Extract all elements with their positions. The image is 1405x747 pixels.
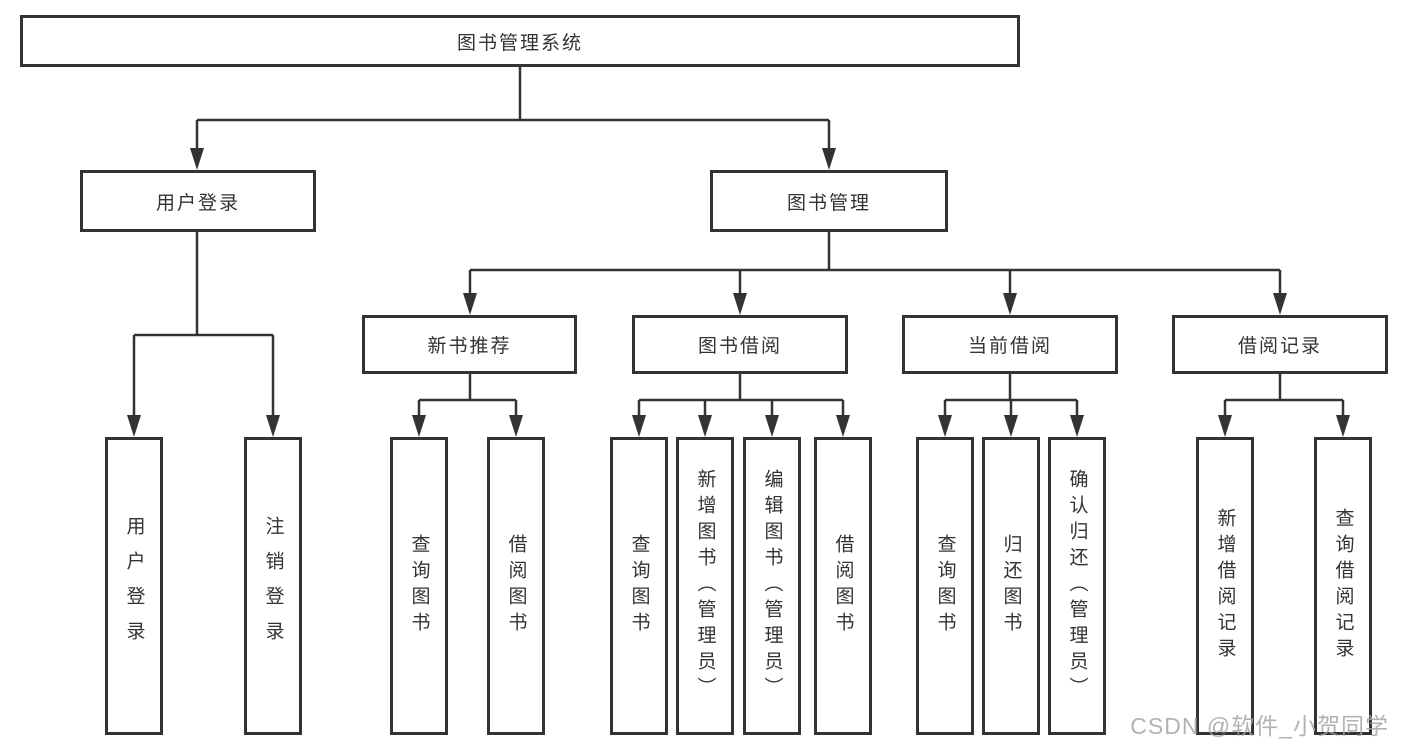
csdn-watermark: CSDN @软件_小贺同学	[1130, 713, 1389, 739]
leaf-user-login-label: 用户登录	[123, 516, 145, 656]
leaf-logout-label: 注销登录	[262, 516, 284, 656]
leaf-add-books-admin-label: 新增图书（管理员）	[694, 469, 716, 703]
leaf-recommend-query-books: 查询图书	[390, 437, 448, 735]
leaf-query-borrow-record-label: 查询借阅记录	[1332, 508, 1354, 664]
node-borrow-records: 借阅记录	[1172, 315, 1388, 374]
node-root-label: 图书管理系统	[456, 32, 583, 54]
node-current-borrow-label: 当前借阅	[967, 336, 1052, 357]
leaf-query-borrow-record: 查询借阅记录	[1314, 437, 1372, 735]
leaf-recommend-borrow-books-label: 借阅图书	[505, 534, 527, 638]
node-book-borrow: 图书借阅	[632, 315, 848, 374]
leaf-borrow-books: 借阅图书	[814, 437, 872, 735]
leaf-logout: 注销登录	[244, 437, 302, 735]
leaf-edit-books-admin: 编辑图书（管理员）	[743, 437, 801, 735]
leaf-return-books-label: 归还图书	[1000, 534, 1022, 638]
leaf-user-login: 用户登录	[105, 437, 163, 735]
leaf-edit-books-admin-label: 编辑图书（管理员）	[761, 469, 783, 703]
node-book-borrow-label: 图书借阅	[697, 336, 782, 357]
arrowheads	[127, 148, 1350, 437]
node-user-login: 用户登录	[80, 170, 316, 232]
leaf-add-borrow-record-label: 新增借阅记录	[1214, 508, 1236, 664]
node-book-management: 图书管理	[710, 170, 948, 232]
node-new-book-recommend-label: 新书推荐	[427, 336, 512, 357]
node-root: 图书管理系统	[20, 15, 1020, 67]
node-current-borrow: 当前借阅	[902, 315, 1118, 374]
node-new-book-recommend: 新书推荐	[362, 315, 577, 374]
node-book-management-label: 图书管理	[786, 192, 871, 214]
leaf-current-query-books-label: 查询图书	[934, 534, 956, 638]
leaf-recommend-query-books-label: 查询图书	[408, 534, 430, 638]
leaf-borrow-query-books: 查询图书	[610, 437, 668, 735]
leaf-confirm-return-admin-label: 确认归还（管理员）	[1066, 469, 1088, 703]
leaf-confirm-return-admin: 确认归还（管理员）	[1048, 437, 1106, 735]
leaf-current-query-books: 查询图书	[916, 437, 974, 735]
leaf-borrow-books-label: 借阅图书	[832, 534, 854, 638]
node-user-login-label: 用户登录	[155, 192, 240, 214]
leaf-borrow-query-books-label: 查询图书	[628, 534, 650, 638]
node-borrow-records-label: 借阅记录	[1237, 336, 1322, 357]
leaf-return-books: 归还图书	[982, 437, 1040, 735]
leaf-recommend-borrow-books: 借阅图书	[487, 437, 545, 735]
leaf-add-borrow-record: 新增借阅记录	[1196, 437, 1254, 735]
leaf-add-books-admin: 新增图书（管理员）	[676, 437, 734, 735]
